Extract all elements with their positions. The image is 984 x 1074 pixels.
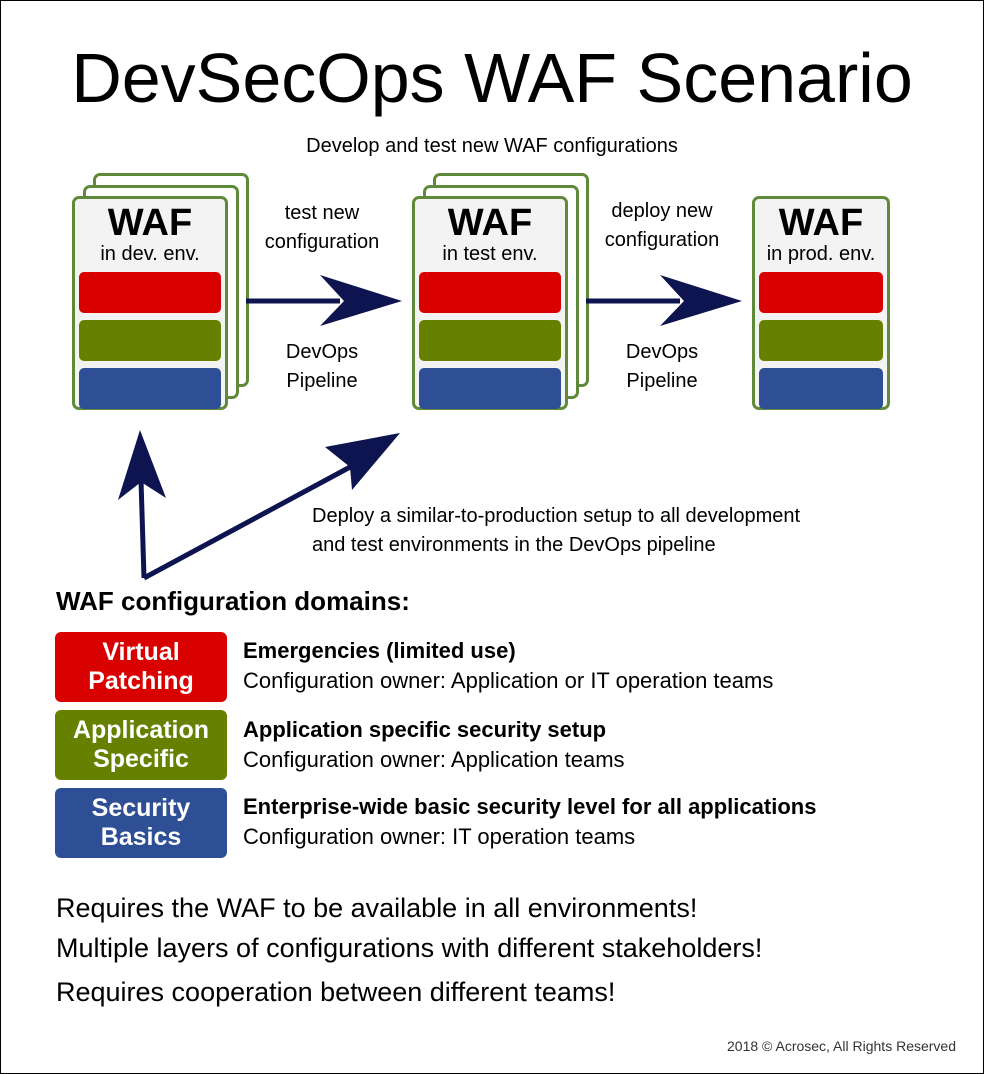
security-basics-description: Enterprise-wide basic security level for… xyxy=(243,792,816,852)
deploy-arrow-dev-shaft xyxy=(138,479,147,579)
pipeline-arrow-2-head xyxy=(660,275,742,326)
footer-line-3: Requires cooperation between different t… xyxy=(56,977,616,1007)
arrow2-bottom-label: DevOps Pipeline xyxy=(572,338,752,396)
security-basics-layer xyxy=(79,368,221,409)
application-specific-layer xyxy=(79,320,221,361)
domain-owner: Configuration owner: Application teams xyxy=(243,747,625,772)
security-basics-badge: Security Basics xyxy=(55,788,227,858)
application-specific-badge: Application Specific xyxy=(55,710,227,780)
domain-owner: Configuration owner: Application or IT o… xyxy=(243,668,774,693)
dev-waf-box: WAF in dev. env. xyxy=(72,196,228,410)
arrow1-bottom-label: DevOps Pipeline xyxy=(232,338,412,396)
arrow1-bottom-line1: DevOps xyxy=(285,341,359,363)
test-env-label: in test env. xyxy=(442,243,538,265)
badge-line2: Patching xyxy=(88,667,194,695)
pipeline-arrow-1-head xyxy=(320,275,402,326)
copyright-notice: 2018 © Acrosec, All Rights Reserved xyxy=(727,1038,956,1054)
application-specific-layer xyxy=(419,320,561,361)
domains-heading: WAF configuration domains: xyxy=(56,586,410,616)
virtual-patching-layer xyxy=(759,272,883,313)
deploy-note-line2: and test environments in the DevOps pipe… xyxy=(312,534,716,556)
footer-line-2: Multiple layers of configurations with d… xyxy=(56,933,763,963)
domain-heading: Emergencies (limited use) xyxy=(243,638,516,663)
arrow2-top-label: deploy new configuration xyxy=(572,197,752,255)
deploy-note: Deploy a similar-to-production setup to … xyxy=(312,502,800,560)
badge-line2: Basics xyxy=(100,823,182,851)
arrow2-top-line1: deploy new xyxy=(611,200,713,222)
security-basics-layer xyxy=(759,368,883,409)
badge-line1: Security xyxy=(91,794,191,822)
prod-waf-label: WAF xyxy=(778,202,864,244)
deploy-arrow-dev-head xyxy=(118,430,166,500)
virtual-patching-badge: Virtual Patching xyxy=(55,632,227,702)
arrow2-top-line2: configuration xyxy=(604,229,720,251)
security-basics-layer xyxy=(419,368,561,409)
page-title: DevSecOps WAF Scenario xyxy=(71,39,913,117)
arrow1-bottom-line2: Pipeline xyxy=(286,370,358,392)
deploy-arrow-test-shaft xyxy=(142,463,354,581)
prod-env-label: in prod. env. xyxy=(766,243,876,265)
application-specific-description: Application specific security setup Conf… xyxy=(243,715,625,775)
virtual-patching-layer xyxy=(419,272,561,313)
deploy-arrow-test-head xyxy=(325,433,400,490)
deploy-note-line1: Deploy a similar-to-production setup to … xyxy=(312,505,801,527)
arrow2-bottom-line1: DevOps xyxy=(625,341,699,363)
badge-line1: Virtual xyxy=(102,638,180,666)
footer-line-1: Requires the WAF to be available in all … xyxy=(56,893,698,923)
arrow1-top-line2: configuration xyxy=(264,231,380,253)
dev-env-label: in dev. env. xyxy=(100,243,200,265)
test-waf-label: WAF xyxy=(447,202,533,244)
application-specific-layer xyxy=(759,320,883,361)
prod-waf-box: WAF in prod. env. xyxy=(752,196,890,410)
domain-heading: Application specific security setup xyxy=(243,717,607,742)
badge-line1: Application xyxy=(72,716,210,744)
arrow2-bottom-line2: Pipeline xyxy=(626,370,698,392)
badge-line2: Specific xyxy=(93,745,189,773)
domain-heading: Enterprise-wide basic security level for… xyxy=(243,794,817,819)
virtual-patching-layer xyxy=(79,272,221,313)
top-caption: Develop and test new WAF configurations xyxy=(306,135,678,157)
virtual-patching-description: Emergencies (limited use) Configuration … xyxy=(243,636,773,696)
domain-owner: Configuration owner: IT operation teams xyxy=(243,824,636,849)
arrow1-top-line1: test new xyxy=(284,202,360,224)
arrow1-top-label: test new configuration xyxy=(232,199,412,257)
test-waf-box: WAF in test env. xyxy=(412,196,568,410)
dev-waf-label: WAF xyxy=(107,202,193,244)
